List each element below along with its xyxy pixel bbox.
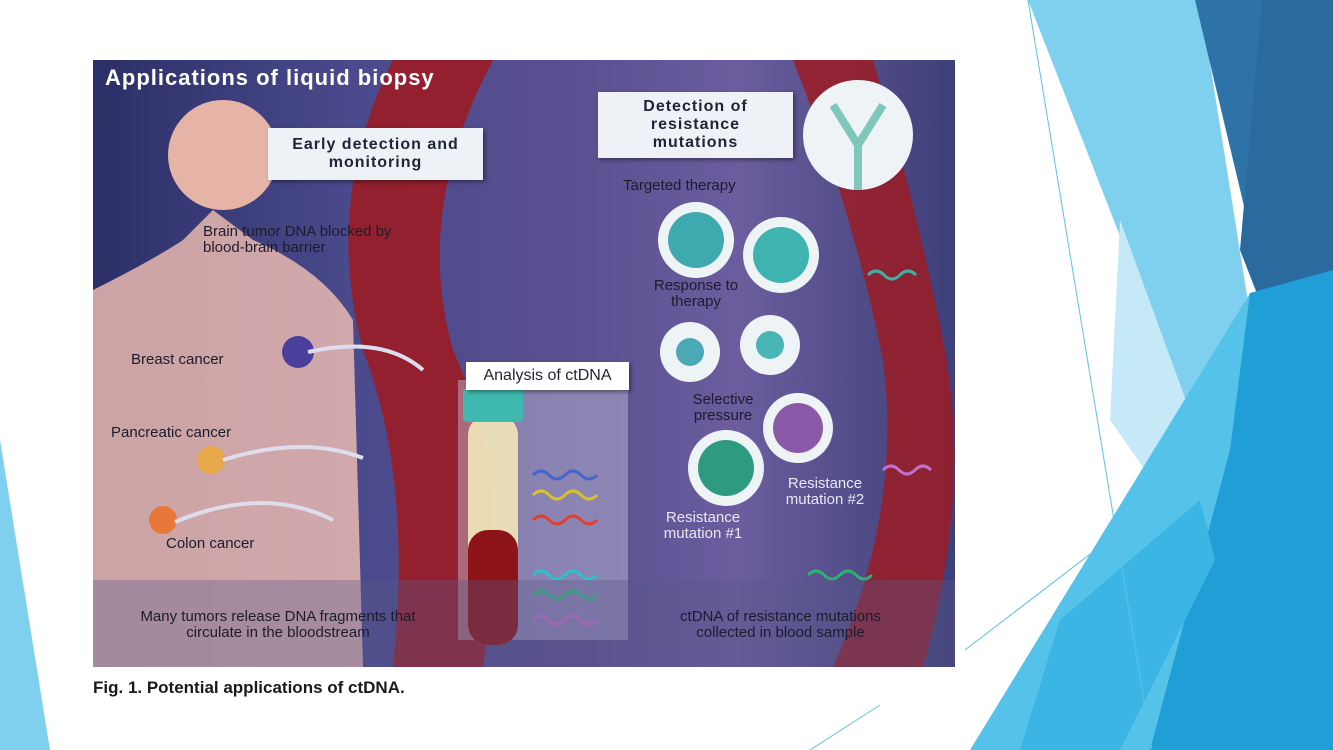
selective-pressure-label: Selective pressure — [692, 391, 754, 424]
response-label: Response to therapy — [653, 277, 739, 310]
brain-tumor-label: Brain tumor DNA blocked by blood-brain b… — [203, 223, 392, 256]
figure-title: Applications of liquid biopsy — [105, 65, 435, 90]
collected-note: ctDNA of resistance mutations collected … — [680, 608, 881, 641]
figure-caption: Fig. 1. Potential applications of ctDNA. — [93, 678, 405, 697]
breast-cancer-label: Breast cancer — [131, 351, 224, 368]
analysis-ctdna-box: Analysis of ctDNA — [466, 362, 629, 390]
figure-illustration — [93, 60, 955, 667]
resistance-2-label: Resistance mutation #2 — [785, 475, 865, 508]
resistance-detection-box: Detection of resistance mutations — [598, 92, 793, 158]
release-note: Many tumors release DNA fragments that c… — [140, 608, 416, 641]
targeted-therapy-label: Targeted therapy — [623, 177, 736, 194]
colon-cancer-label: Colon cancer — [166, 535, 255, 552]
liquid-biopsy-figure: Applications of liquid biopsy Early dete… — [93, 60, 955, 667]
resistance-1-label: Resistance mutation #1 — [663, 509, 743, 542]
early-detection-box: Early detection and monitoring — [268, 128, 483, 180]
pancreatic-cancer-label: Pancreatic cancer — [111, 424, 232, 441]
